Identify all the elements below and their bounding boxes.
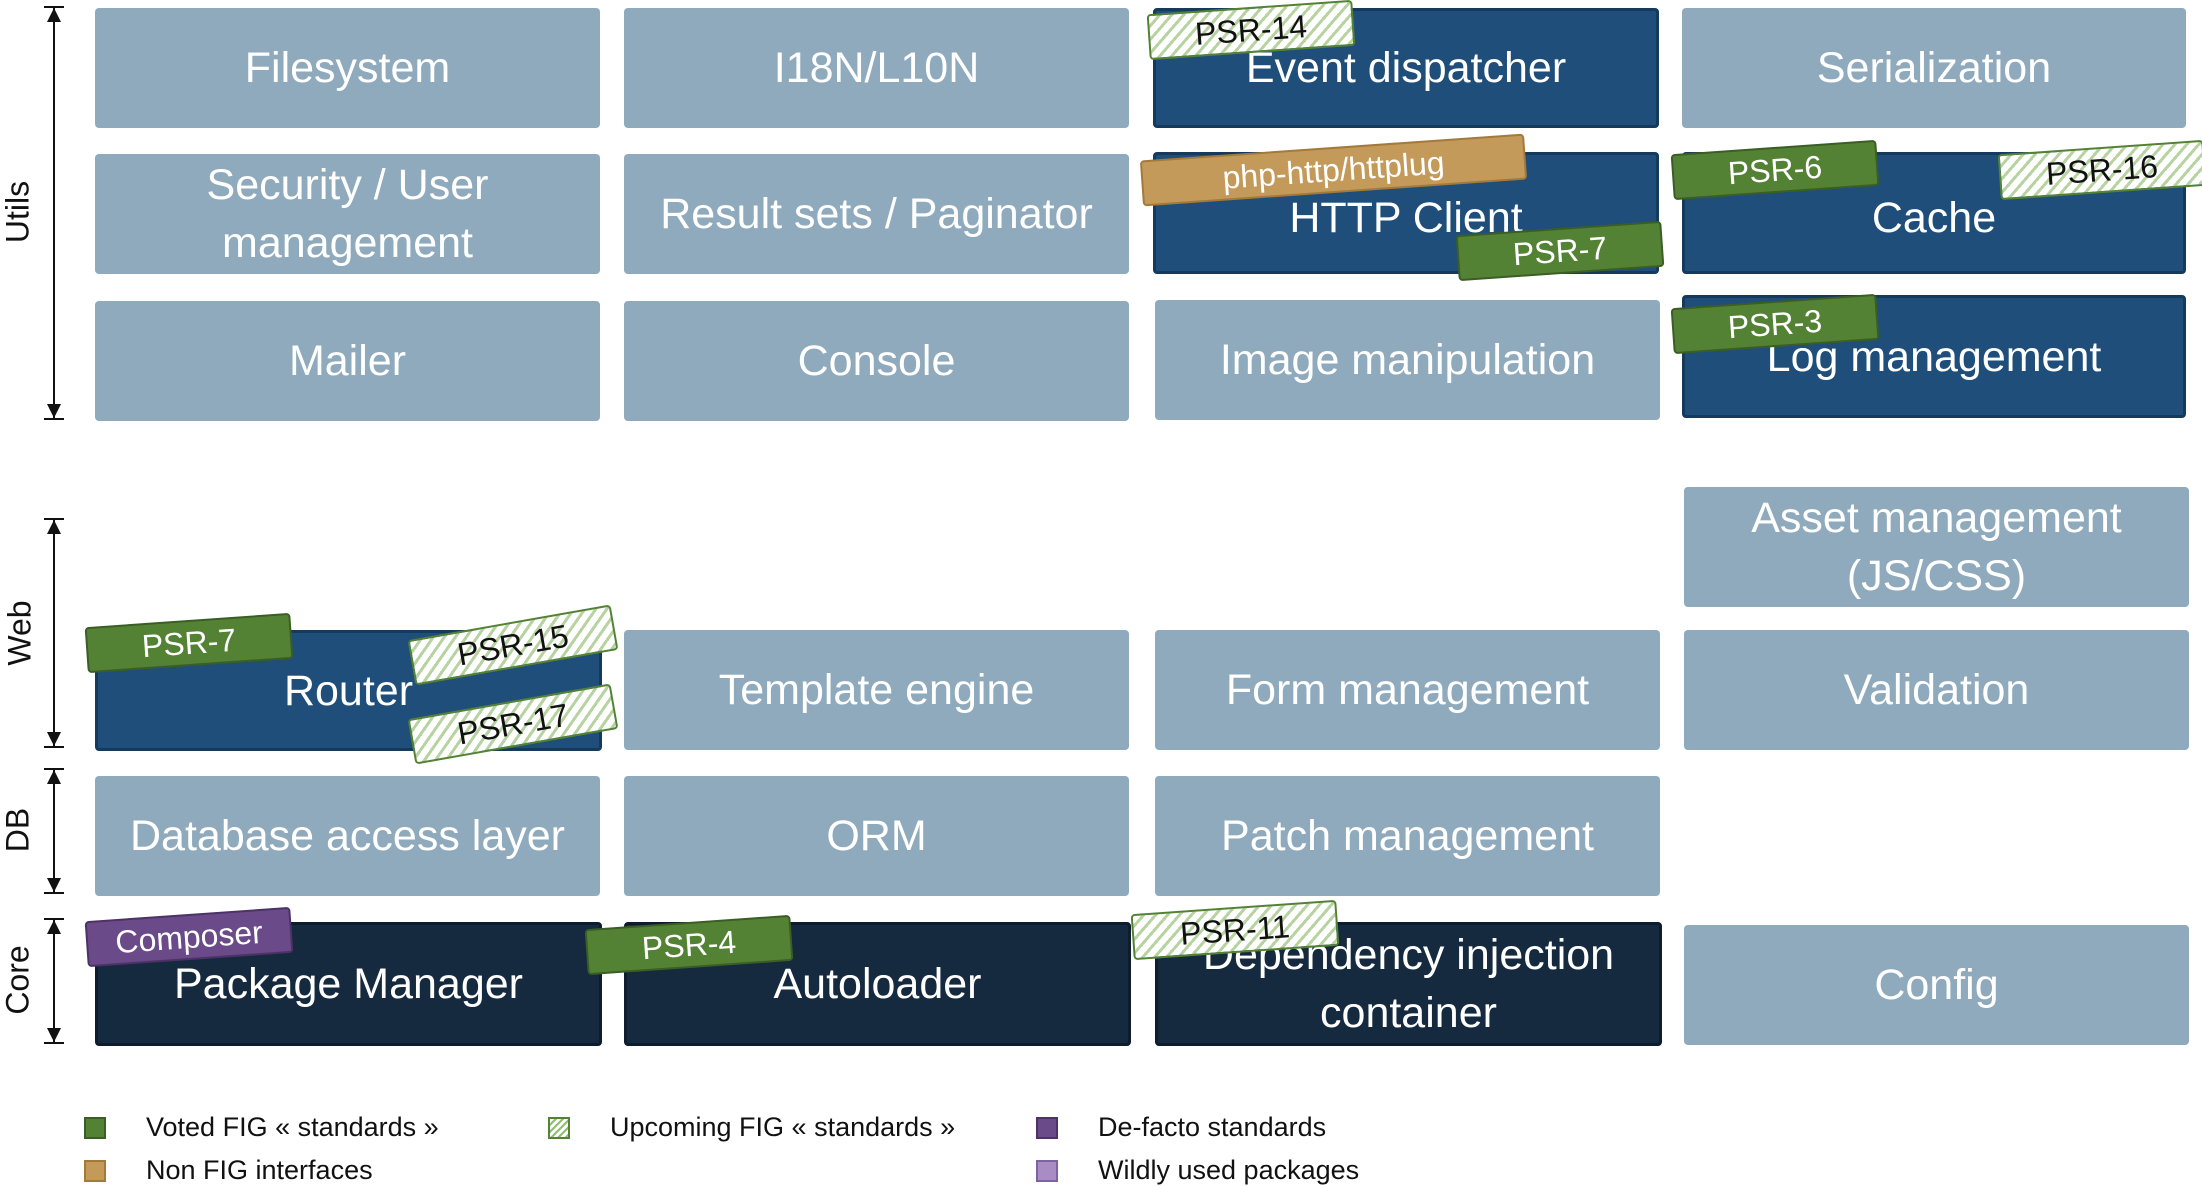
core-axis-label: Core — [0, 945, 36, 1015]
filesystem-box: Filesystem — [95, 8, 600, 128]
utils-axis — [44, 6, 64, 420]
asset-management-box: Asset management (JS/CSS) — [1684, 487, 2189, 607]
serialization-box: Serialization — [1682, 8, 2186, 128]
i18n-box: I18N/L10N — [624, 8, 1129, 128]
legend-nonfig-swatch — [84, 1159, 106, 1182]
patch-management-box: Patch management — [1155, 776, 1660, 896]
db-axis-label: DB — [0, 807, 36, 853]
utils-axis-label: Utils — [0, 180, 36, 244]
legend-voted: Voted FIG « standards » — [84, 1112, 439, 1143]
result-sets-box: Result sets / Paginator — [624, 154, 1129, 274]
legend-voted-swatch — [84, 1116, 106, 1139]
db-axis — [44, 768, 64, 894]
orm-box: ORM — [624, 776, 1129, 896]
security-box: Security / User management — [95, 154, 600, 274]
legend-upcoming: Upcoming FIG « standards » — [548, 1112, 955, 1143]
legend-defacto: De-facto standards — [1036, 1112, 1326, 1143]
legend-upcoming-swatch — [548, 1116, 570, 1139]
legend-wildly: Wildly used packages — [1036, 1155, 1359, 1186]
legend-wildly-swatch — [1036, 1159, 1058, 1182]
web-axis-label: Web — [1, 600, 38, 666]
mailer-box: Mailer — [95, 301, 600, 421]
dependency-injection-box: Dependency injection container — [1155, 922, 1662, 1046]
template-engine-box: Template engine — [624, 630, 1129, 750]
image-manipulation-box: Image manipulation — [1155, 300, 1660, 420]
legend-defacto-swatch — [1036, 1116, 1058, 1139]
console-box: Console — [624, 301, 1129, 421]
config-box: Config — [1684, 925, 2189, 1045]
database-access-box: Database access layer — [95, 776, 600, 896]
validation-box: Validation — [1684, 630, 2189, 750]
web-axis — [44, 518, 64, 748]
core-axis — [44, 918, 64, 1044]
form-management-box: Form management — [1155, 630, 1660, 750]
legend-nonfig: Non FIG interfaces — [84, 1155, 373, 1186]
